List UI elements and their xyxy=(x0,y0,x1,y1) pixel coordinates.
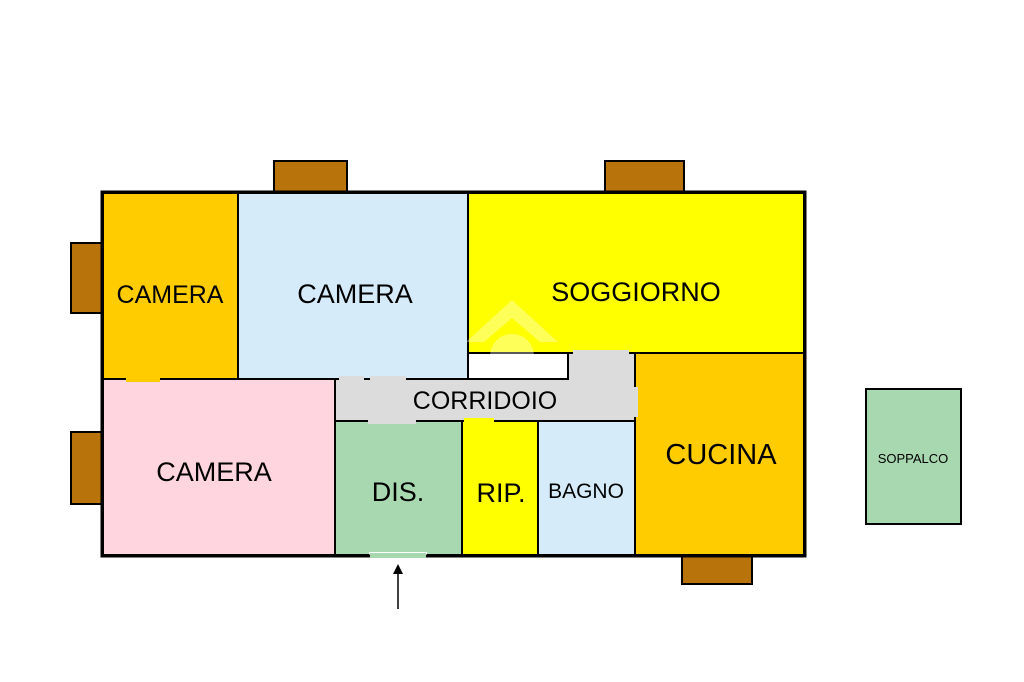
room-camera-bottom-left xyxy=(102,378,336,556)
balcony-top-right xyxy=(604,160,685,194)
label-soggiorno: SOGGIORNO xyxy=(551,277,721,307)
room-soggiorno xyxy=(467,192,805,354)
room-soppalco xyxy=(865,388,962,525)
label-corridoio: CORRIDOIO xyxy=(413,387,557,415)
door-gap-entrance-outline xyxy=(370,553,426,558)
label-bagno: BAGNO xyxy=(548,480,624,503)
room-camera-top-center xyxy=(237,192,469,380)
door-gap-camera-top xyxy=(126,376,160,382)
balcony-left-upper xyxy=(70,242,104,314)
door-gap-dis xyxy=(368,418,416,424)
door-gap-camera-center xyxy=(370,376,406,382)
balcony-top-left xyxy=(273,160,348,194)
label-camera-top-center: CAMERA xyxy=(297,279,413,309)
label-cucina: CUCINA xyxy=(665,439,777,471)
watermark-logo xyxy=(466,300,558,378)
room-bagno xyxy=(537,420,636,556)
label-soppalco: SOPPALCO xyxy=(878,451,949,466)
label-dis: DIS. xyxy=(372,477,425,507)
door-gap-cucina xyxy=(632,387,638,417)
balcony-left-lower xyxy=(70,431,104,505)
room-camera-top-left xyxy=(102,192,239,380)
label-rip: RIP. xyxy=(476,478,525,508)
door-gap-rip xyxy=(464,418,494,424)
balcony-bottom-right xyxy=(681,554,753,585)
door-gap-soggiorno xyxy=(573,350,629,356)
label-camera-bottom-left: CAMERA xyxy=(156,457,272,487)
door-gap-corridoio-camera xyxy=(339,376,364,382)
room-cucina xyxy=(634,352,805,556)
entrance-arrow-icon xyxy=(393,564,403,609)
room-dis xyxy=(334,420,463,556)
label-camera-top-left: CAMERA xyxy=(117,281,224,309)
building-outline xyxy=(100,190,807,558)
